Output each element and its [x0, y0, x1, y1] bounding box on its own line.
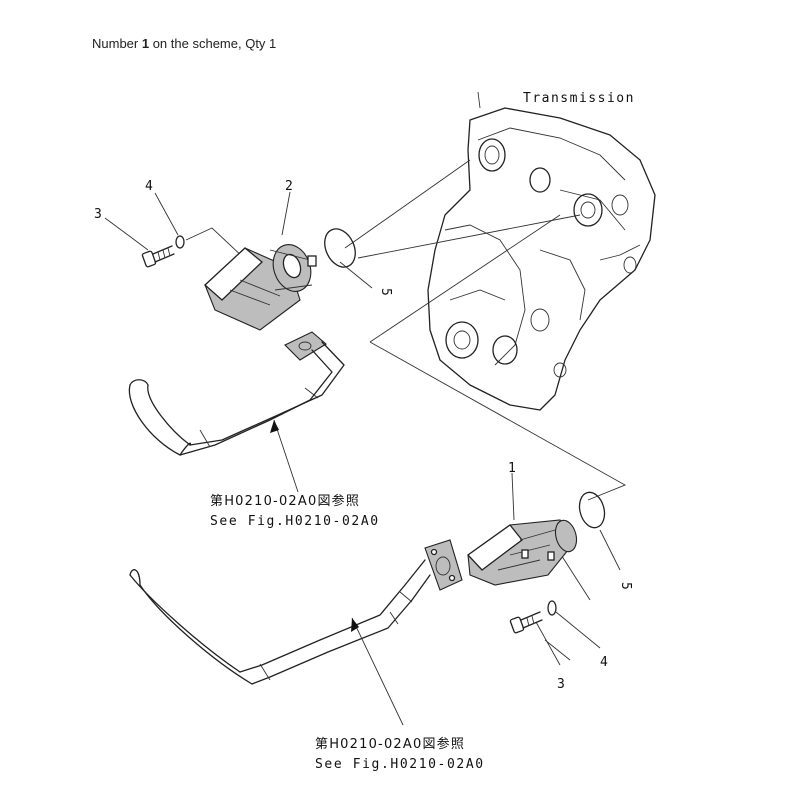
callout-lower-3: 3	[557, 677, 565, 692]
assembly-connector-lines	[369, 214, 627, 501]
callout-lower-4: 4	[600, 655, 608, 670]
upper-ref-cjk: 第H0210-02A0図参照	[210, 493, 360, 509]
callout-upper-5: 5	[378, 288, 393, 296]
callout-upper-3: 3	[94, 207, 102, 222]
callout-upper-4: 4	[145, 179, 153, 194]
upper-ref-en: See Fig.H0210-02A0	[210, 514, 380, 529]
lower-ref-cjk: 第H0210-02A0図参照	[315, 736, 465, 752]
upper-reference-arrow	[270, 419, 299, 493]
lower-filter-body	[467, 519, 578, 586]
callout-lower-1: 1	[508, 461, 516, 476]
lower-reference-arrow	[351, 617, 404, 726]
part-caption: Number 1 on the scheme, Qty 1	[92, 36, 276, 51]
caption-suffix: on the scheme, Qty 1	[149, 36, 277, 51]
caption-prefix: Number	[92, 36, 142, 51]
upper-hose	[128, 341, 345, 456]
upper-filter-body	[204, 244, 317, 331]
lower-washer	[547, 600, 557, 616]
upper-filter-assembly	[104, 159, 581, 493]
callout-upper-2: 2	[285, 179, 293, 194]
lower-ref-en: See Fig.H0210-02A0	[315, 757, 485, 772]
lower-filter-assembly	[129, 472, 621, 726]
lower-hose	[129, 559, 431, 685]
transmission-housing	[427, 91, 656, 411]
lower-oring	[578, 491, 606, 529]
transmission-label: Transmission	[523, 91, 635, 106]
lower-bolt	[509, 611, 543, 634]
upper-washer	[175, 235, 185, 249]
upper-oring	[324, 228, 356, 268]
lower-flange	[424, 539, 463, 591]
caption-part-number: 1	[141, 36, 150, 51]
upper-flange	[284, 331, 327, 361]
callout-lower-5: 5	[618, 582, 633, 590]
upper-bolt	[141, 245, 175, 268]
